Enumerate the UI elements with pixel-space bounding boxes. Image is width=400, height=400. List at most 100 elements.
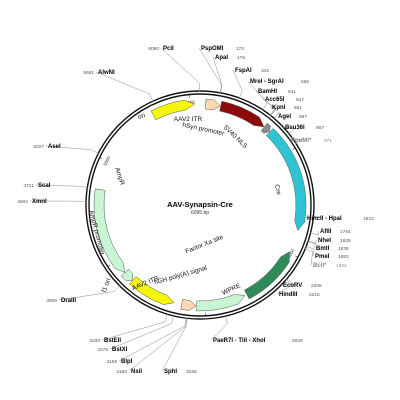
- features: [93, 98, 307, 312]
- site-pos: 867: [316, 125, 324, 131]
- feature-ampr: [93, 188, 126, 273]
- site-leader: [232, 69, 243, 100]
- site-leader: [269, 106, 277, 117]
- site-leader: [160, 47, 200, 93]
- site-pos: 1904: [336, 263, 347, 269]
- site-pos: 3160: [116, 369, 127, 375]
- feature-cre: [265, 128, 307, 231]
- site-leader: [212, 56, 223, 94]
- site-name: PspOMI: [201, 46, 224, 52]
- site-name: FspAI: [235, 68, 252, 74]
- site-leader: [210, 315, 228, 341]
- site-name: NheI: [318, 238, 331, 244]
- site-pos: 4721: [23, 183, 34, 189]
- site-leader: [304, 247, 314, 266]
- label-factor-xa-site: Factor Xa site: [185, 234, 225, 256]
- site-pos: 6090: [148, 46, 159, 52]
- site-leader: [198, 47, 222, 94]
- site-pos: 1839: [338, 246, 349, 252]
- site-name: AgeI: [278, 114, 291, 120]
- site-pos: 3158: [186, 369, 197, 375]
- site-name: BamHI: [258, 89, 277, 95]
- tick-mark: [107, 264, 111, 267]
- feature-wpre: [244, 251, 290, 300]
- label-cre: Cre: [273, 184, 282, 196]
- site-name: PciI: [163, 46, 174, 52]
- site-leader: [282, 126, 296, 135]
- label-ampr: AmpR: [113, 167, 125, 187]
- site-name: BmtI: [316, 246, 330, 252]
- site-name: KpnI: [272, 105, 286, 111]
- tick-mark: [99, 157, 103, 160]
- label-sv40-nls: SV40 NLS: [222, 124, 249, 151]
- site-name: XmnI: [32, 199, 47, 205]
- site-name: AlwNI: [98, 70, 115, 76]
- site-name: HincII - HpaI: [307, 216, 342, 222]
- feature-aav2-itr-2: [180, 299, 197, 311]
- backbone-outer-ring: [85, 90, 315, 320]
- site-name: EcoRV: [283, 283, 302, 289]
- site-pos: 1883: [338, 254, 349, 260]
- site-leader-lines: [29, 47, 322, 372]
- site-pos: 1835: [340, 238, 351, 244]
- plasmid-name: AAV-Synapsin-Cre: [167, 200, 233, 209]
- feature-hsyn-promoter: [219, 100, 265, 128]
- site-leader: [58, 285, 121, 301]
- site-leader: [280, 277, 294, 286]
- site-pos: 3276: [97, 347, 108, 353]
- site-leader: [276, 278, 293, 295]
- site-pos: 3806: [46, 298, 57, 304]
- site-leader: [288, 138, 304, 145]
- site-leader: [95, 71, 154, 103]
- site-pos: 971: [324, 138, 332, 144]
- label-f1-ori: f1 ori: [101, 277, 113, 293]
- label-aav2-itr-top: AAV2 ITR: [174, 116, 203, 123]
- site-name: PpuMI*: [291, 138, 312, 144]
- site-leader: [307, 239, 317, 244]
- site-leader: [161, 317, 188, 372]
- site-pos: 2828: [292, 338, 303, 344]
- site-name: NsiI: [131, 369, 142, 375]
- site-pos: 4602: [17, 199, 28, 205]
- site-pos: 687: [299, 114, 307, 120]
- plasmid-size: 6095 bp: [191, 210, 209, 216]
- site-leader: [307, 240, 316, 249]
- site-pos: 172: [236, 46, 244, 52]
- site-leader: [309, 230, 319, 236]
- site-leader: [273, 112, 280, 120]
- site-leader: [101, 313, 168, 341]
- site-pos: 641: [288, 89, 296, 95]
- site-leader: [109, 314, 174, 350]
- feature-ori: [150, 99, 195, 121]
- site-leader: [45, 145, 100, 155]
- site-name: BlpI: [121, 359, 133, 365]
- site-name: Acc65I: [265, 97, 285, 103]
- site-pos: 651: [294, 105, 302, 111]
- site-name: PmeI: [315, 254, 330, 260]
- site-pos: 5027: [33, 144, 44, 150]
- site-pos: 565: [301, 79, 309, 85]
- backbone-inner-ring: [88, 93, 312, 317]
- tick-label: 2000: [286, 248, 295, 260]
- site-pos: 647: [296, 97, 304, 103]
- site-pos: 5681: [83, 70, 94, 76]
- feature-hgh-polya: [196, 294, 246, 312]
- site-leader: [35, 184, 89, 188]
- site-name: ScaI: [38, 183, 51, 189]
- site-pos: 1764: [340, 229, 351, 235]
- tick-label: 5000: [102, 155, 111, 167]
- site-pos: 2206: [311, 283, 322, 289]
- label-hgh-polya: hGH poly(A) signal: [153, 265, 208, 287]
- label-ori: ori: [137, 112, 146, 121]
- label-wpre: WPRE: [221, 282, 242, 297]
- site-pos: 3330: [89, 338, 100, 344]
- site-name: AflII: [320, 229, 332, 235]
- site-name: ApaI: [215, 55, 228, 61]
- site-name: BstXI: [112, 347, 128, 353]
- site-leader: [128, 317, 188, 372]
- site-name: SphI: [164, 369, 177, 375]
- tick-mark: [295, 255, 299, 258]
- site-name: PaeR7I - TliI - XhoI: [213, 338, 266, 344]
- site-leader: [118, 317, 187, 362]
